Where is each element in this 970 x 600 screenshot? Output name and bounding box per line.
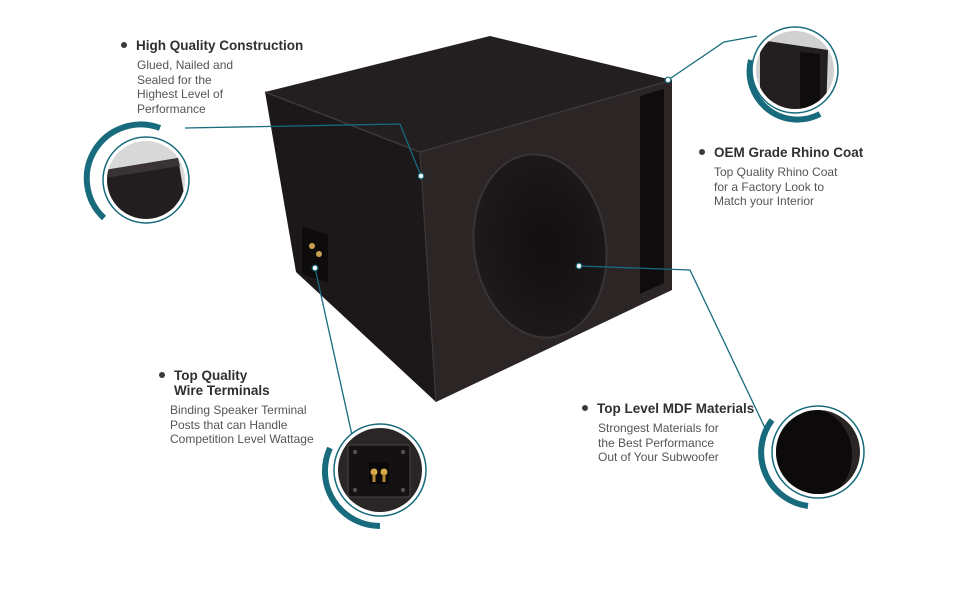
feature-title: Top Level MDF Materials [582,401,754,416]
feature-rhino-coat: OEM Grade Rhino Coat Top Quality Rhino C… [699,145,863,209]
zoom-circle-terminals [321,423,427,529]
callout-line-construction [184,123,422,177]
feature-description: Strongest Materials for the Best Perform… [598,421,719,464]
feature-description: Glued, Nailed and Sealed for the Highest… [137,58,234,116]
feature-title: OEM Grade Rhino Coat [699,145,863,160]
feature-mdf-materials: Top Level MDF Materials Strongest Materi… [582,401,754,465]
zoom-arc-accent [321,446,381,529]
bullet-icon [699,149,705,155]
bullet-icon [159,372,165,378]
feature-construction: High Quality Construction Glued, Nailed … [121,38,303,116]
callout-dots [311,76,672,272]
zoom-circle-rhino-coat [746,26,839,123]
zoom-circle-mdf [758,405,865,509]
terminal-post-icon [370,468,378,476]
box-top-face [265,36,672,152]
callout-line-terminals [314,267,353,436]
feature-description: Binding Speaker Terminal Posts that can … [170,403,314,446]
subwoofer-hole [473,154,607,338]
box-side-face [265,92,436,402]
feature-wire-terminals: Top Quality Wire Terminals Binding Speak… [159,368,314,447]
zoom-arc-accent [758,418,809,509]
feature-description: Top Quality Rhino Coat for a Factory Loo… [714,165,838,208]
callout-line-rhino [667,35,758,81]
subwoofer-box [264,36,673,403]
zoom-circle-construction [83,121,190,224]
bullet-icon [582,405,588,411]
bullet-icon [121,42,127,48]
zoom-arc-accent [746,59,822,123]
callout-line-mdf [578,265,766,429]
feature-title: Top Quality Wire Terminals [159,368,314,398]
side-terminal-cup [302,226,328,282]
feature-title: High Quality Construction [121,38,303,53]
box-vent-slot [640,89,664,294]
zoom-arc-accent [83,121,162,221]
callout-lines [184,35,766,436]
